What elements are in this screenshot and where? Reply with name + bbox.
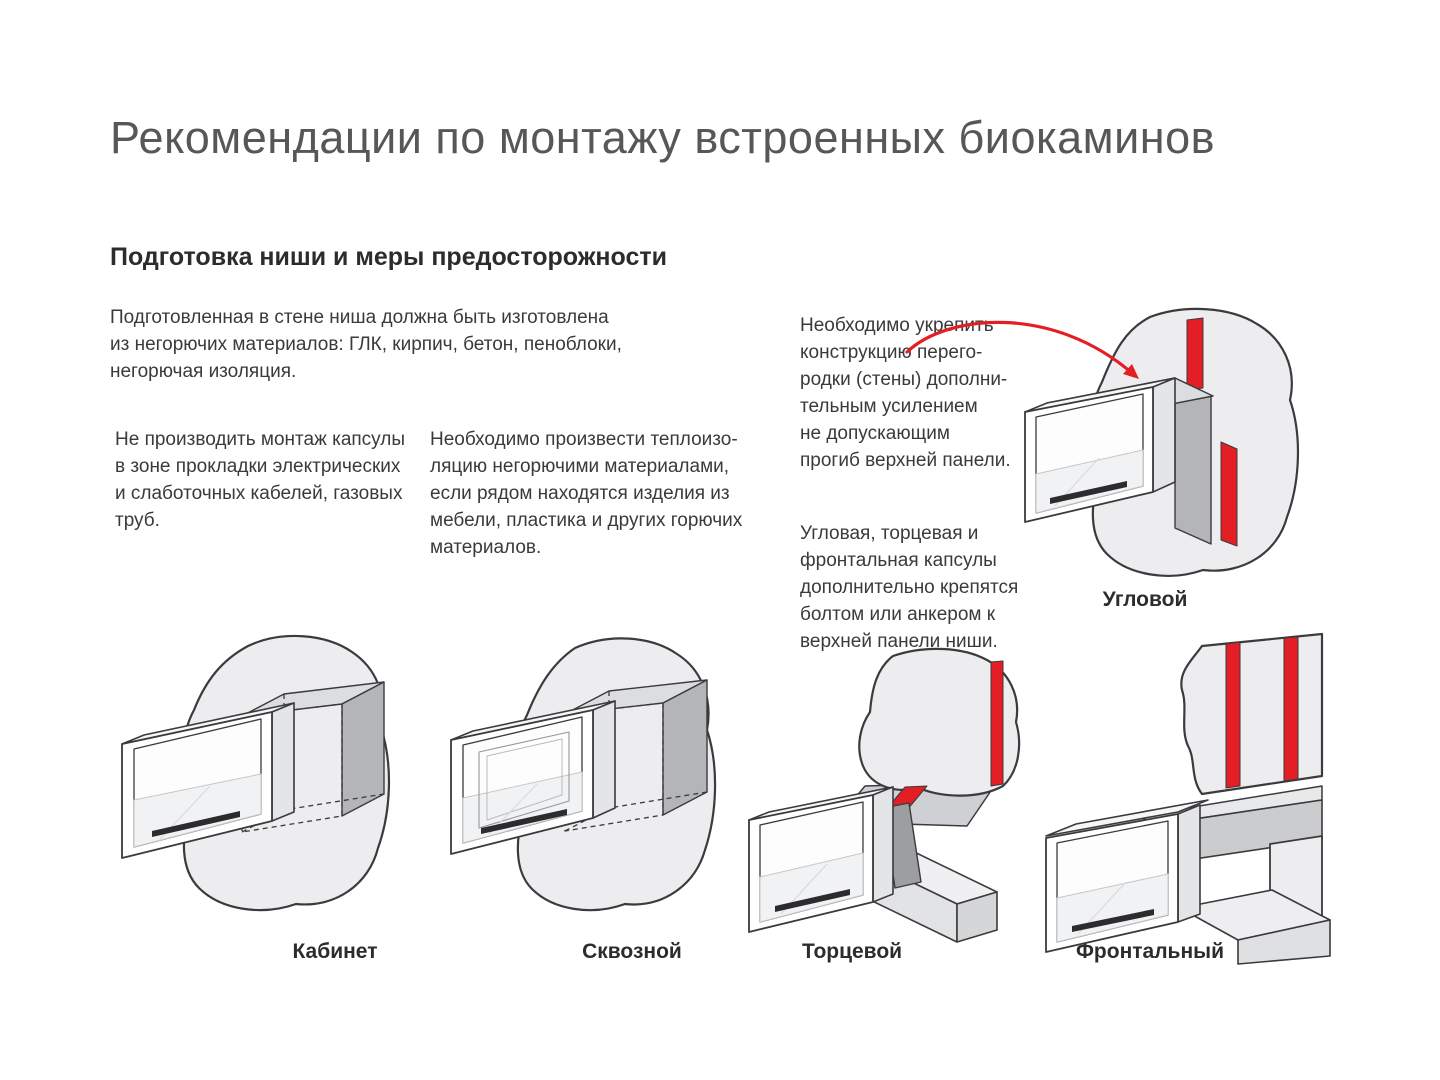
diagram-through	[425, 622, 725, 942]
diagram-label-through: Сквозной	[582, 940, 682, 963]
fireplace-capsule	[121, 702, 295, 859]
burner-slot	[481, 809, 567, 834]
section-heading: Подготовка ниши и меры предосторожности	[110, 243, 667, 271]
pointer-arrow	[905, 320, 1139, 379]
wall-section	[858, 647, 1021, 797]
frontal-diagram-art	[1045, 632, 1331, 965]
wall-base	[1179, 889, 1331, 965]
diagram-end	[735, 640, 1025, 975]
diagram-label-corner: Угловой	[1102, 588, 1188, 611]
reinforcement-stripe-right	[1220, 441, 1238, 547]
reinforcement-stripe-top	[1186, 317, 1204, 391]
capsule-top-flange	[1045, 799, 1209, 837]
capsule-glass	[462, 771, 583, 844]
diagram-cabinet	[90, 618, 405, 938]
burner-slot	[1050, 481, 1127, 504]
diagram-label-cabinet: Кабинет	[292, 940, 378, 963]
burner-slot	[152, 811, 240, 837]
diagram-frontal	[1030, 628, 1335, 968]
cabinet-diagram-art	[121, 634, 391, 912]
warning-cables-paragraph: Не производить монтаж капсулы в зоне про…	[115, 429, 406, 531]
niche-side-panel	[1174, 379, 1212, 545]
burner-slot	[775, 889, 850, 912]
diagram-label-end: Торцевой	[801, 940, 903, 963]
reinforcement-stripe-right	[990, 660, 1004, 787]
reinforce-paragraph: Необходимо укрепить конструкцию перего- …	[800, 315, 1011, 471]
fireplace-capsule	[748, 786, 894, 933]
reinforcement-stripe-right	[1283, 636, 1299, 782]
reinforcement-stripe-left	[1225, 641, 1241, 789]
fastening-paragraph: Угловая, торцевая и фронтальная капсулы …	[800, 523, 1019, 652]
niche-side-panel	[662, 679, 708, 816]
wall-section-upper	[1180, 632, 1324, 796]
burner-slot	[1072, 909, 1154, 932]
niche-side-panel	[341, 681, 385, 817]
fireplace-capsule	[1024, 377, 1176, 523]
intro-paragraph: Подготовленная в стене ниша должна быть …	[110, 307, 622, 382]
capsule-back-frame	[478, 731, 570, 829]
fireplace-capsule	[1045, 799, 1209, 953]
corner-diagram-art	[905, 307, 1300, 577]
fireplace-capsule	[450, 700, 616, 855]
diagram-corner	[885, 292, 1345, 622]
insulation-paragraph: Необходимо произвести теплоизо- ляцию не…	[430, 429, 743, 558]
diagram-label-frontal: Фронтальный	[1075, 940, 1224, 963]
end-diagram-art	[748, 647, 1021, 943]
through-diagram-art	[450, 637, 717, 912]
page-title: Рекомендации по монтажу встроенных биока…	[110, 112, 1216, 163]
